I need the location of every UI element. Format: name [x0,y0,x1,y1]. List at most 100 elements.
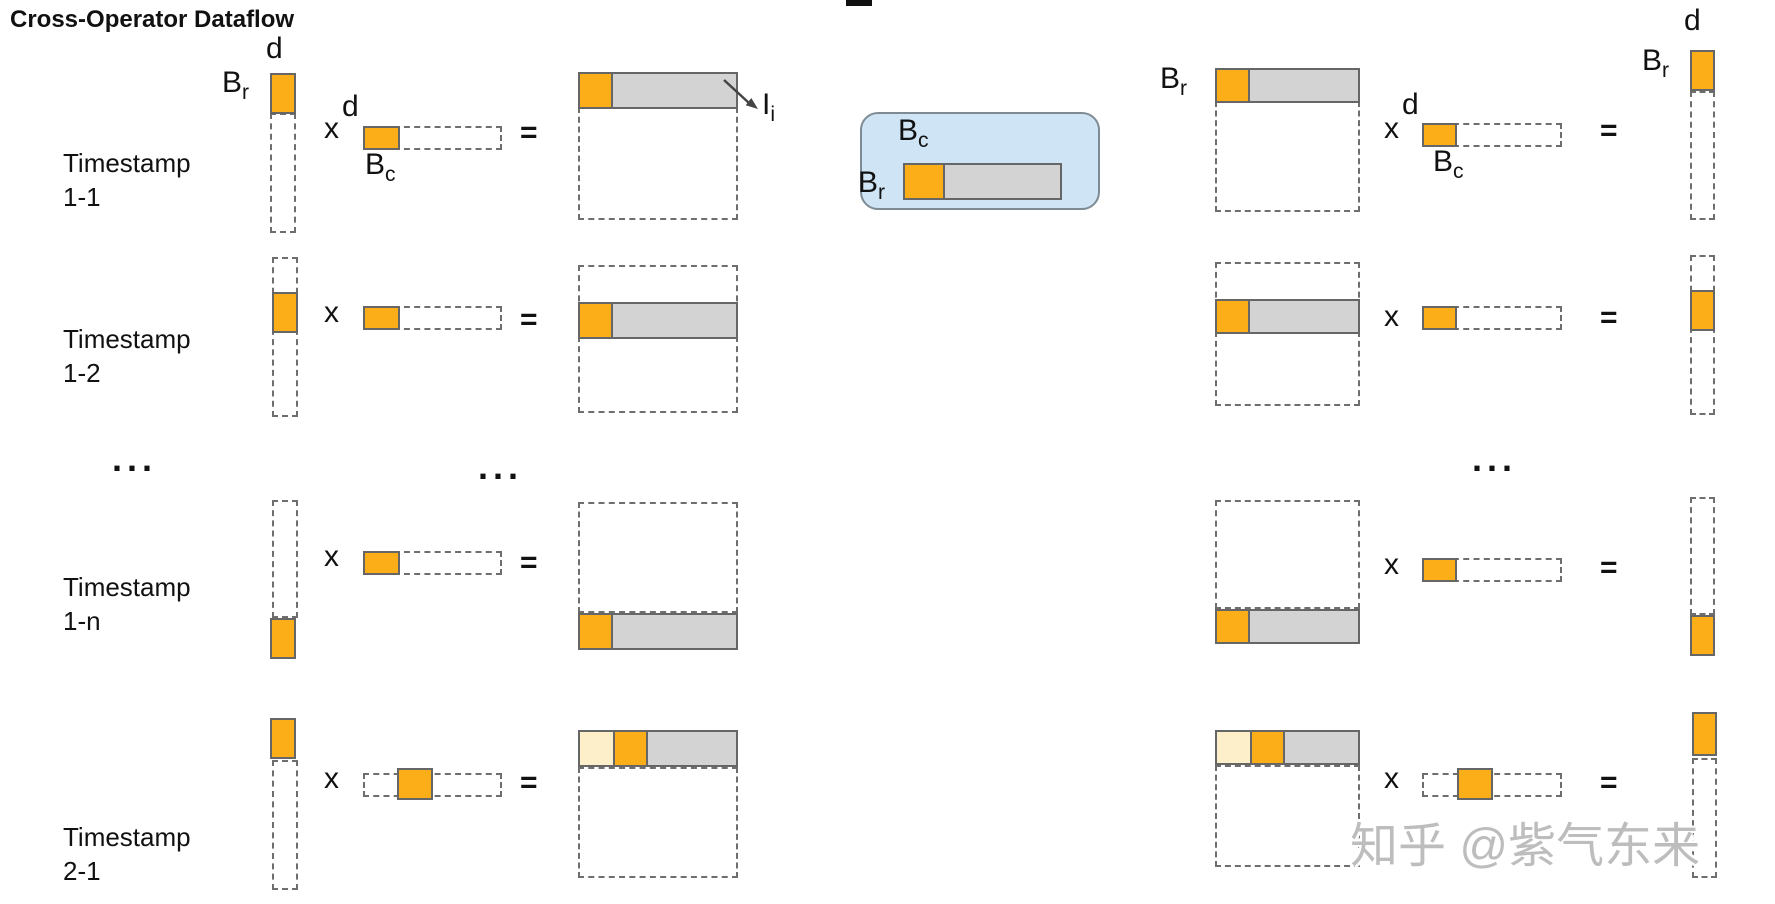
row-vector-active-block [363,551,400,575]
row-vector-active-block [1422,123,1457,147]
input-matrix-dashed [1215,262,1360,406]
multiply-sign: x [1384,762,1399,795]
row-label-line2: 1-n [63,606,101,636]
dim-label-d: d [342,90,359,123]
ellipsis: ... [1472,438,1518,479]
result-row-active-block [578,613,613,650]
label-li-sub: i [770,103,776,126]
input-row-active-block [1250,730,1285,765]
ellipsis: ... [478,446,524,487]
output-column-active-block [1690,290,1715,331]
multiply-sign: x [324,762,339,795]
multiply-sign: x [324,112,339,145]
output-column-dashed [1692,758,1717,878]
input-row-active-block [1215,609,1250,644]
label-br-sub: r [1180,77,1188,100]
label-bc: Bc [1433,145,1464,184]
input-matrix-dashed [1215,101,1360,212]
column-vector-active-block [272,292,298,333]
equals-sign: = [520,303,538,336]
legend-bc-base: B [898,114,919,147]
result-matrix-dashed [578,107,738,220]
ellipsis: ... [112,438,158,479]
column-vector-dashed [272,760,298,890]
equals-sign: = [1600,301,1618,334]
result-matrix-dashed [578,767,738,878]
page-title: Cross-Operator Dataflow [10,6,295,33]
output-column-active-block [1690,615,1715,656]
column-vector-active-block [270,618,296,659]
legend-label-br: Br [858,166,885,205]
legend-bc-sub: c [918,129,929,152]
label-br-base: B [1160,62,1181,95]
equals-sign: = [1600,766,1618,799]
output-column-dashed [1690,91,1715,220]
dim-label-d: d [1684,4,1701,37]
result-row-active-block [578,302,613,339]
label-br-base: B [222,66,243,99]
label-li-base: I [762,88,771,121]
legend-bar-active-block [903,163,945,200]
row-label-timestamp-1-2: Timestamp 1-2 [63,322,191,390]
output-column-active-block [1690,50,1715,91]
row-vector-active-block [1422,306,1457,330]
multiply-sign: x [1384,300,1399,333]
result-row-active-block [613,730,648,767]
input-matrix-dashed [1215,765,1360,867]
input-matrix-dashed [1215,500,1360,609]
equals-sign: = [520,766,538,799]
legend-br-base: B [858,166,879,199]
legend-label-bc: Bc [898,114,929,153]
equals-sign: = [520,116,538,149]
column-vector-dashed [272,257,298,417]
row-label-line2: 1-1 [63,182,101,212]
result-matrix-dashed [578,265,738,413]
row-vector-active-block [1422,558,1457,582]
column-vector-dashed [272,500,298,618]
label-br: Br [222,66,249,105]
output-column-dashed [1690,255,1715,415]
label-br-base: B [1642,44,1663,77]
column-vector-dashed [270,113,296,233]
row-vector-active-block [363,126,400,150]
label-br: Br [1160,62,1187,101]
multiply-sign: x [324,296,339,329]
equals-sign: = [1600,114,1618,147]
output-column-active-block [1692,712,1717,756]
column-vector-active-block [270,718,296,759]
dim-label-d: d [1402,88,1419,121]
input-row-active-block [1215,68,1250,103]
row-label-timestamp-2-1: Timestamp 2-1 [63,820,191,888]
row-label-line1: Timestamp [63,148,191,178]
input-row-active-block [1215,299,1250,334]
row-label-line2: 2-1 [63,856,101,886]
cropped-text-artifact [846,0,872,6]
row-label-timestamp-1-1: Timestamp 1-1 [63,146,191,214]
row-label-line1: Timestamp [63,324,191,354]
label-br: Br [1642,44,1669,83]
label-bc-base: B [1433,145,1454,178]
output-arrow [723,79,758,109]
row-label-line2: 1-2 [63,358,101,388]
multiply-sign: x [1384,548,1399,581]
result-matrix-dashed [578,502,738,613]
legend-br-sub: r [878,181,886,204]
label-bc-base: B [365,148,386,181]
result-row-active-block [578,72,613,109]
row-vector-active-block [363,306,400,330]
label-bc: Bc [365,148,396,187]
watermark: 知乎 @紫气东来 [1350,820,1701,873]
row-label-timestamp-1-n: Timestamp 1-n [63,570,191,638]
output-column-dashed [1690,497,1715,615]
column-vector-active-block [270,73,296,114]
row-vector-active-block [1457,768,1493,800]
row-vector-active-block [397,768,433,800]
multiply-sign: x [324,540,339,573]
label-br-sub: r [1662,59,1670,82]
row-label-line1: Timestamp [63,822,191,852]
row-label-line1: Timestamp [63,572,191,602]
equals-sign: = [520,546,538,579]
dim-label-d: d [266,32,283,65]
multiply-sign: x [1384,112,1399,145]
